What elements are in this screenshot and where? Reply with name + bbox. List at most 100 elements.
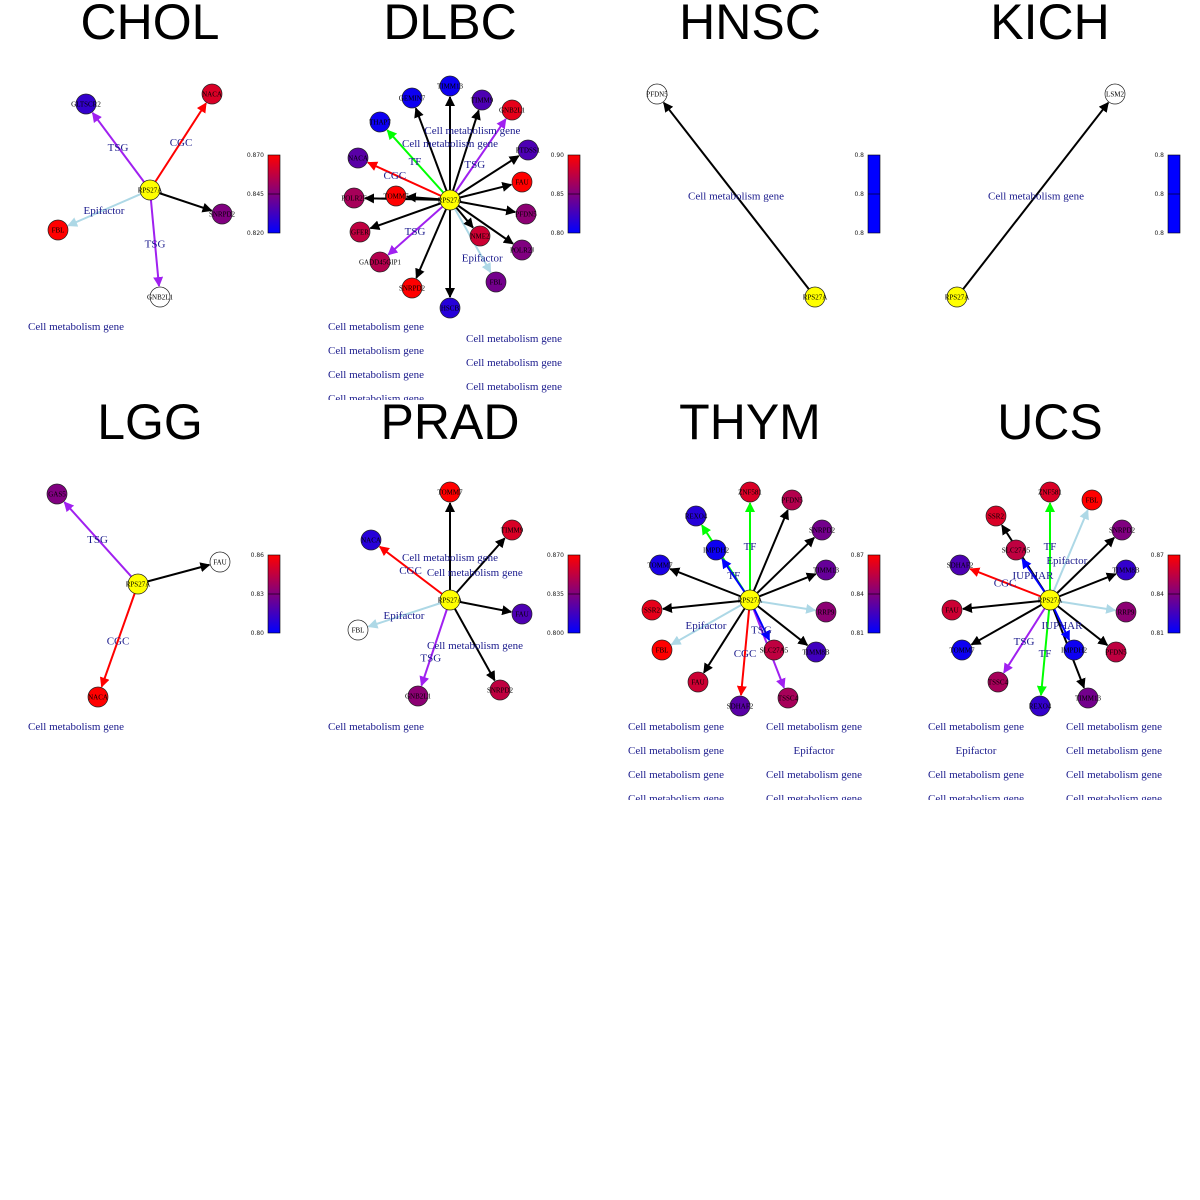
node-label: RRP9 xyxy=(818,609,835,617)
node-sdhaf2 xyxy=(949,554,971,576)
node-label: IMPDH2 xyxy=(1061,647,1088,655)
center-node xyxy=(1039,589,1061,611)
edge-label: TSG xyxy=(108,142,129,154)
node-tomm7 xyxy=(439,481,461,503)
node-snrpd2 xyxy=(401,277,423,299)
edge-timm8b xyxy=(1049,572,1117,601)
node-rrp9 xyxy=(815,601,837,623)
node-fbl xyxy=(47,219,69,241)
node-label: TIMM8B xyxy=(1112,567,1140,575)
node-label: TOMM7 xyxy=(437,489,463,497)
edge-pfdn5 xyxy=(662,101,816,298)
center-node-label: RPS27A xyxy=(738,597,763,605)
node-label: TIMM9 xyxy=(471,97,494,105)
panel-title: KICH xyxy=(990,0,1110,50)
colorbar-tick-mid: 0.8 xyxy=(854,191,864,198)
node-timm8b xyxy=(805,641,827,663)
edge-gadd45gip1 xyxy=(387,199,451,256)
colorbar-tick-mid: 0.845 xyxy=(247,191,264,198)
node-ssr2 xyxy=(985,505,1007,527)
colorbar-tick-max: 0.86 xyxy=(251,552,265,559)
node-gnb2l1 xyxy=(407,685,429,707)
node-polr2j xyxy=(511,239,533,261)
edge-label: Cell metabolism gene xyxy=(466,357,562,369)
node-pfdn5 xyxy=(646,83,668,105)
node-rexo4 xyxy=(1029,695,1051,717)
edge-label: TSG xyxy=(751,624,772,636)
edge-tomm7 xyxy=(669,567,751,601)
edge-label: TF xyxy=(409,156,422,168)
node-naca xyxy=(87,686,109,708)
center-node-label: RPS27A xyxy=(1038,597,1063,605)
node-label: RRP9 xyxy=(1118,609,1135,617)
node-naca xyxy=(347,147,369,169)
node-fbl xyxy=(347,619,369,641)
node-fbl xyxy=(485,271,507,293)
edge-label: Cell metabolism gene xyxy=(328,369,424,381)
node-gemin7 xyxy=(401,87,423,109)
node-nme2 xyxy=(469,225,491,247)
edge-sdhaf2 xyxy=(969,567,1051,601)
edge-label: Cell metabolism gene xyxy=(928,793,1024,800)
edge-label: Cell metabolism gene xyxy=(1066,793,1162,800)
edge-snrpd2 xyxy=(1049,536,1115,601)
edge-label: CGC xyxy=(107,636,130,648)
edge-label: Cell metabolism gene xyxy=(466,333,562,345)
center-node-label: RPS27A xyxy=(803,294,828,302)
edge-label: Cell metabolism gene xyxy=(628,745,724,757)
node-label: FAU xyxy=(515,179,528,187)
colorbar-tick-max: 0.870 xyxy=(247,152,264,159)
node-label: SNRPD2 xyxy=(1109,527,1136,535)
edge-rexo4 xyxy=(1036,599,1051,697)
edge-label: Cell metabolism gene xyxy=(328,321,424,333)
node-gltscr2 xyxy=(75,93,97,115)
node-label: GLTSCR2 xyxy=(71,101,101,109)
edge-fbl xyxy=(670,599,751,646)
node-label: GNB2L1 xyxy=(147,294,174,302)
node-naca xyxy=(360,529,382,551)
node-label: NACA xyxy=(202,91,222,99)
edge-lsm2 xyxy=(956,101,1110,298)
node-impdh2 xyxy=(705,539,727,561)
node-label: SNRPD2 xyxy=(809,527,836,535)
edge-thap7 xyxy=(386,129,451,201)
edge-label: Cell metabolism gene xyxy=(1066,721,1162,733)
node-label: SDHAF2 xyxy=(727,703,754,711)
edge-label: IUPHAR xyxy=(1042,620,1084,632)
edge-timm8b xyxy=(749,599,809,646)
node-gnb2l1 xyxy=(149,286,171,308)
edge-label: Cell metabolism gene xyxy=(402,552,498,564)
node-fau xyxy=(687,671,709,693)
node-label: ZNF581 xyxy=(1038,489,1062,497)
edge-label: Cell metabolism gene xyxy=(766,793,862,800)
edge-label: Cell metabolism gene xyxy=(28,321,124,333)
edge-label: CGC xyxy=(399,565,422,577)
colorbar-tick-mid: 0.84 xyxy=(1151,591,1165,598)
colorbar-tick-mid: 0.8 xyxy=(1154,191,1164,198)
edge-label: Cell metabolism gene xyxy=(328,345,424,357)
edge-fbl xyxy=(67,189,151,227)
node-label: FBL xyxy=(352,627,365,635)
node-fbl xyxy=(651,639,673,661)
node-snrpd2 xyxy=(811,519,833,541)
edge-label: Cell metabolism gene xyxy=(766,769,862,781)
node-label: REXO4 xyxy=(1029,703,1052,711)
edge-label: Cell metabolism gene xyxy=(928,769,1024,781)
node-label: SSR2 xyxy=(644,607,660,615)
center-node xyxy=(127,573,149,595)
node-timm9 xyxy=(471,89,493,111)
colorbar-tick-min: 0.81 xyxy=(1151,630,1165,637)
edge-label: TSG xyxy=(1014,636,1035,648)
edge-label: TF xyxy=(727,570,740,582)
node-fau xyxy=(511,171,533,193)
edge-polr2j xyxy=(449,199,514,245)
node-fau xyxy=(941,599,963,621)
edge-gnb2l1 xyxy=(149,189,164,288)
node-pfdn5 xyxy=(781,489,803,511)
